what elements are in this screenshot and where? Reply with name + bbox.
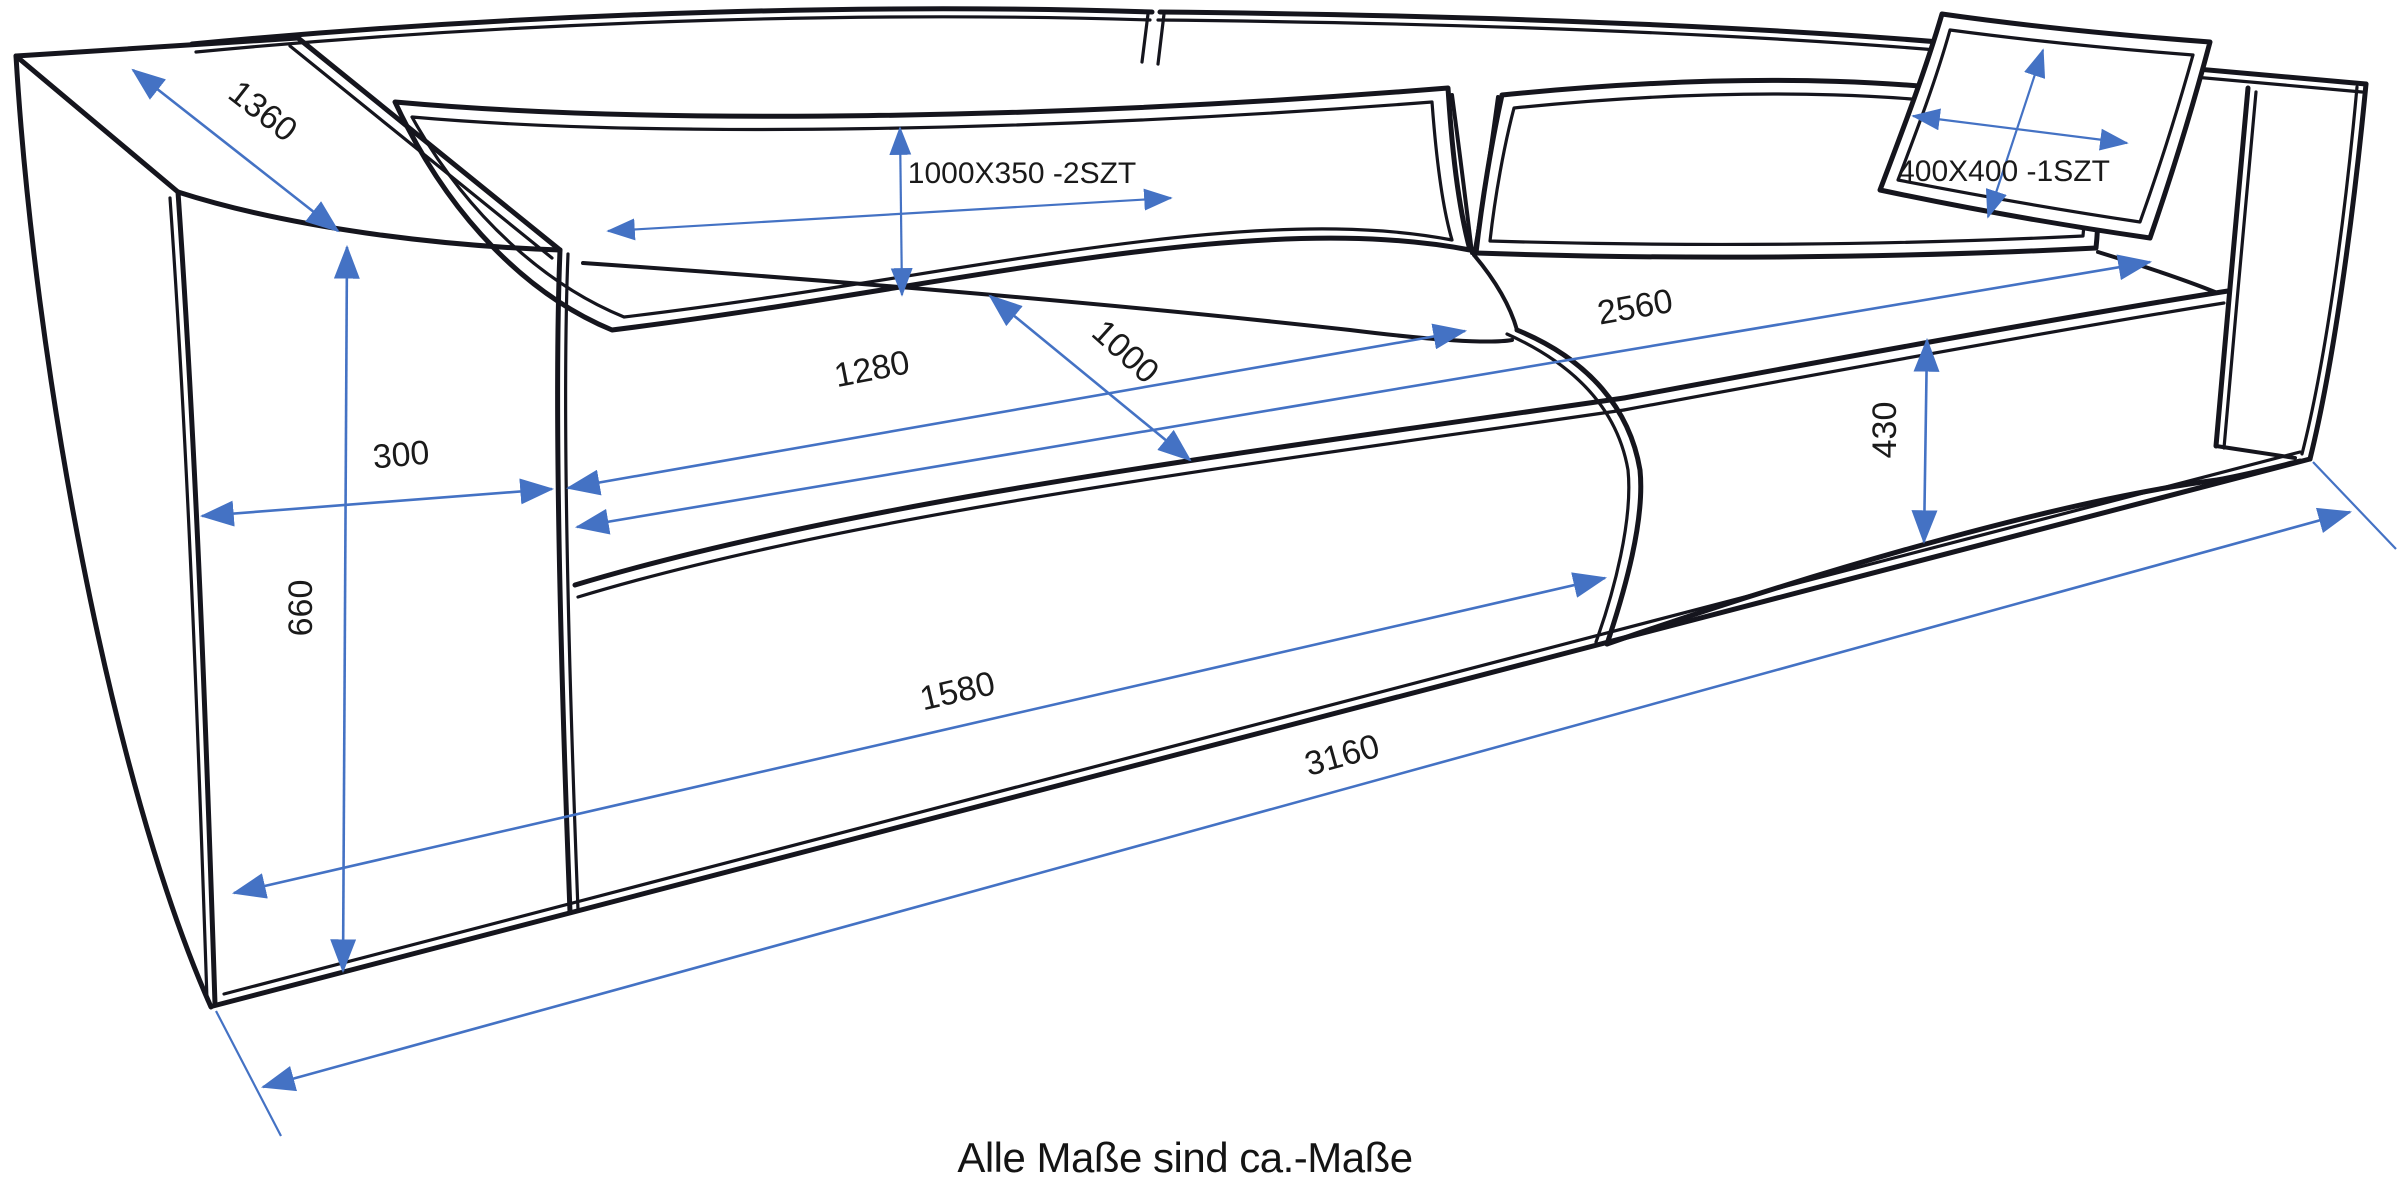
dim-label-seat-height: 430 bbox=[1866, 402, 1904, 459]
back-cushion2-piping bbox=[1488, 92, 2086, 247]
dim-arm-width: 300 bbox=[199, 434, 555, 527]
right-arm-outer-edge bbox=[2307, 81, 2369, 462]
dim-seat-width: 1280 bbox=[565, 323, 1468, 496]
right-arm-inner-seam-piping bbox=[2222, 90, 2258, 450]
dim-seat-height: 430 bbox=[1866, 337, 1940, 545]
seat2-front-piping bbox=[1622, 301, 2226, 412]
left-arm-top-edge bbox=[13, 35, 301, 59]
left-side-silhouette bbox=[13, 53, 214, 1010]
left-arm-front-outer-edge bbox=[175, 189, 218, 1007]
dim-label-arm-depth: 1360 bbox=[221, 73, 304, 150]
left-arm-outer-bevel bbox=[13, 53, 181, 195]
seat2-back-edge bbox=[2096, 250, 2217, 294]
right-arm-inner-seam bbox=[2213, 85, 2251, 449]
dim-seat-front-width: 1580 bbox=[231, 572, 1608, 899]
dim-label-total-width: 3160 bbox=[1301, 727, 1384, 784]
dim-label-inner-width: 2560 bbox=[1595, 282, 1676, 333]
dim-total-height: 660 bbox=[282, 244, 360, 974]
dim-label-pillow-size: 400X400 -1SZT bbox=[1898, 155, 2110, 188]
throw-pillow-piping bbox=[1896, 28, 2195, 224]
dim-seat-depth: 1000 bbox=[988, 294, 1192, 462]
dim-label-back-cushion-size: 1000X350 -2SZT bbox=[908, 157, 1136, 190]
dim-label-seat-front-width: 1580 bbox=[916, 664, 998, 718]
back-top-edge-left bbox=[189, 6, 1155, 47]
back-top-edge-left-piping bbox=[194, 15, 1152, 54]
seat-center-seam bbox=[1514, 327, 1644, 647]
extension-line-left bbox=[215, 1010, 282, 1137]
dim-pillow-height: 400X400 -1SZT bbox=[1898, 48, 2110, 219]
throw-pillow-outline bbox=[1877, 11, 2213, 241]
seat1-back-edge bbox=[581, 261, 1514, 344]
right-arm-outer-piping bbox=[2300, 85, 2359, 456]
dim-label-seat-width: 1280 bbox=[831, 343, 913, 395]
dim-label-seat-depth: 1000 bbox=[1085, 312, 1167, 391]
right-arm-bottom-join bbox=[2214, 444, 2297, 460]
left-arm-front-outer-piping bbox=[168, 196, 209, 1002]
dim-label-arm-width: 300 bbox=[371, 434, 431, 477]
back-seam-center bbox=[1140, 12, 1166, 66]
caption: Alle Maße sind ca.-Maße bbox=[957, 1134, 1412, 1181]
dim-total-width: 3160 bbox=[215, 461, 2397, 1137]
base-bottom-piping bbox=[222, 450, 2302, 996]
dim-label-total-height: 660 bbox=[282, 580, 320, 637]
extension-line-right bbox=[2312, 461, 2397, 550]
base-bottom-edge bbox=[210, 456, 2313, 1009]
dim-back-cushion-width bbox=[606, 188, 1173, 241]
